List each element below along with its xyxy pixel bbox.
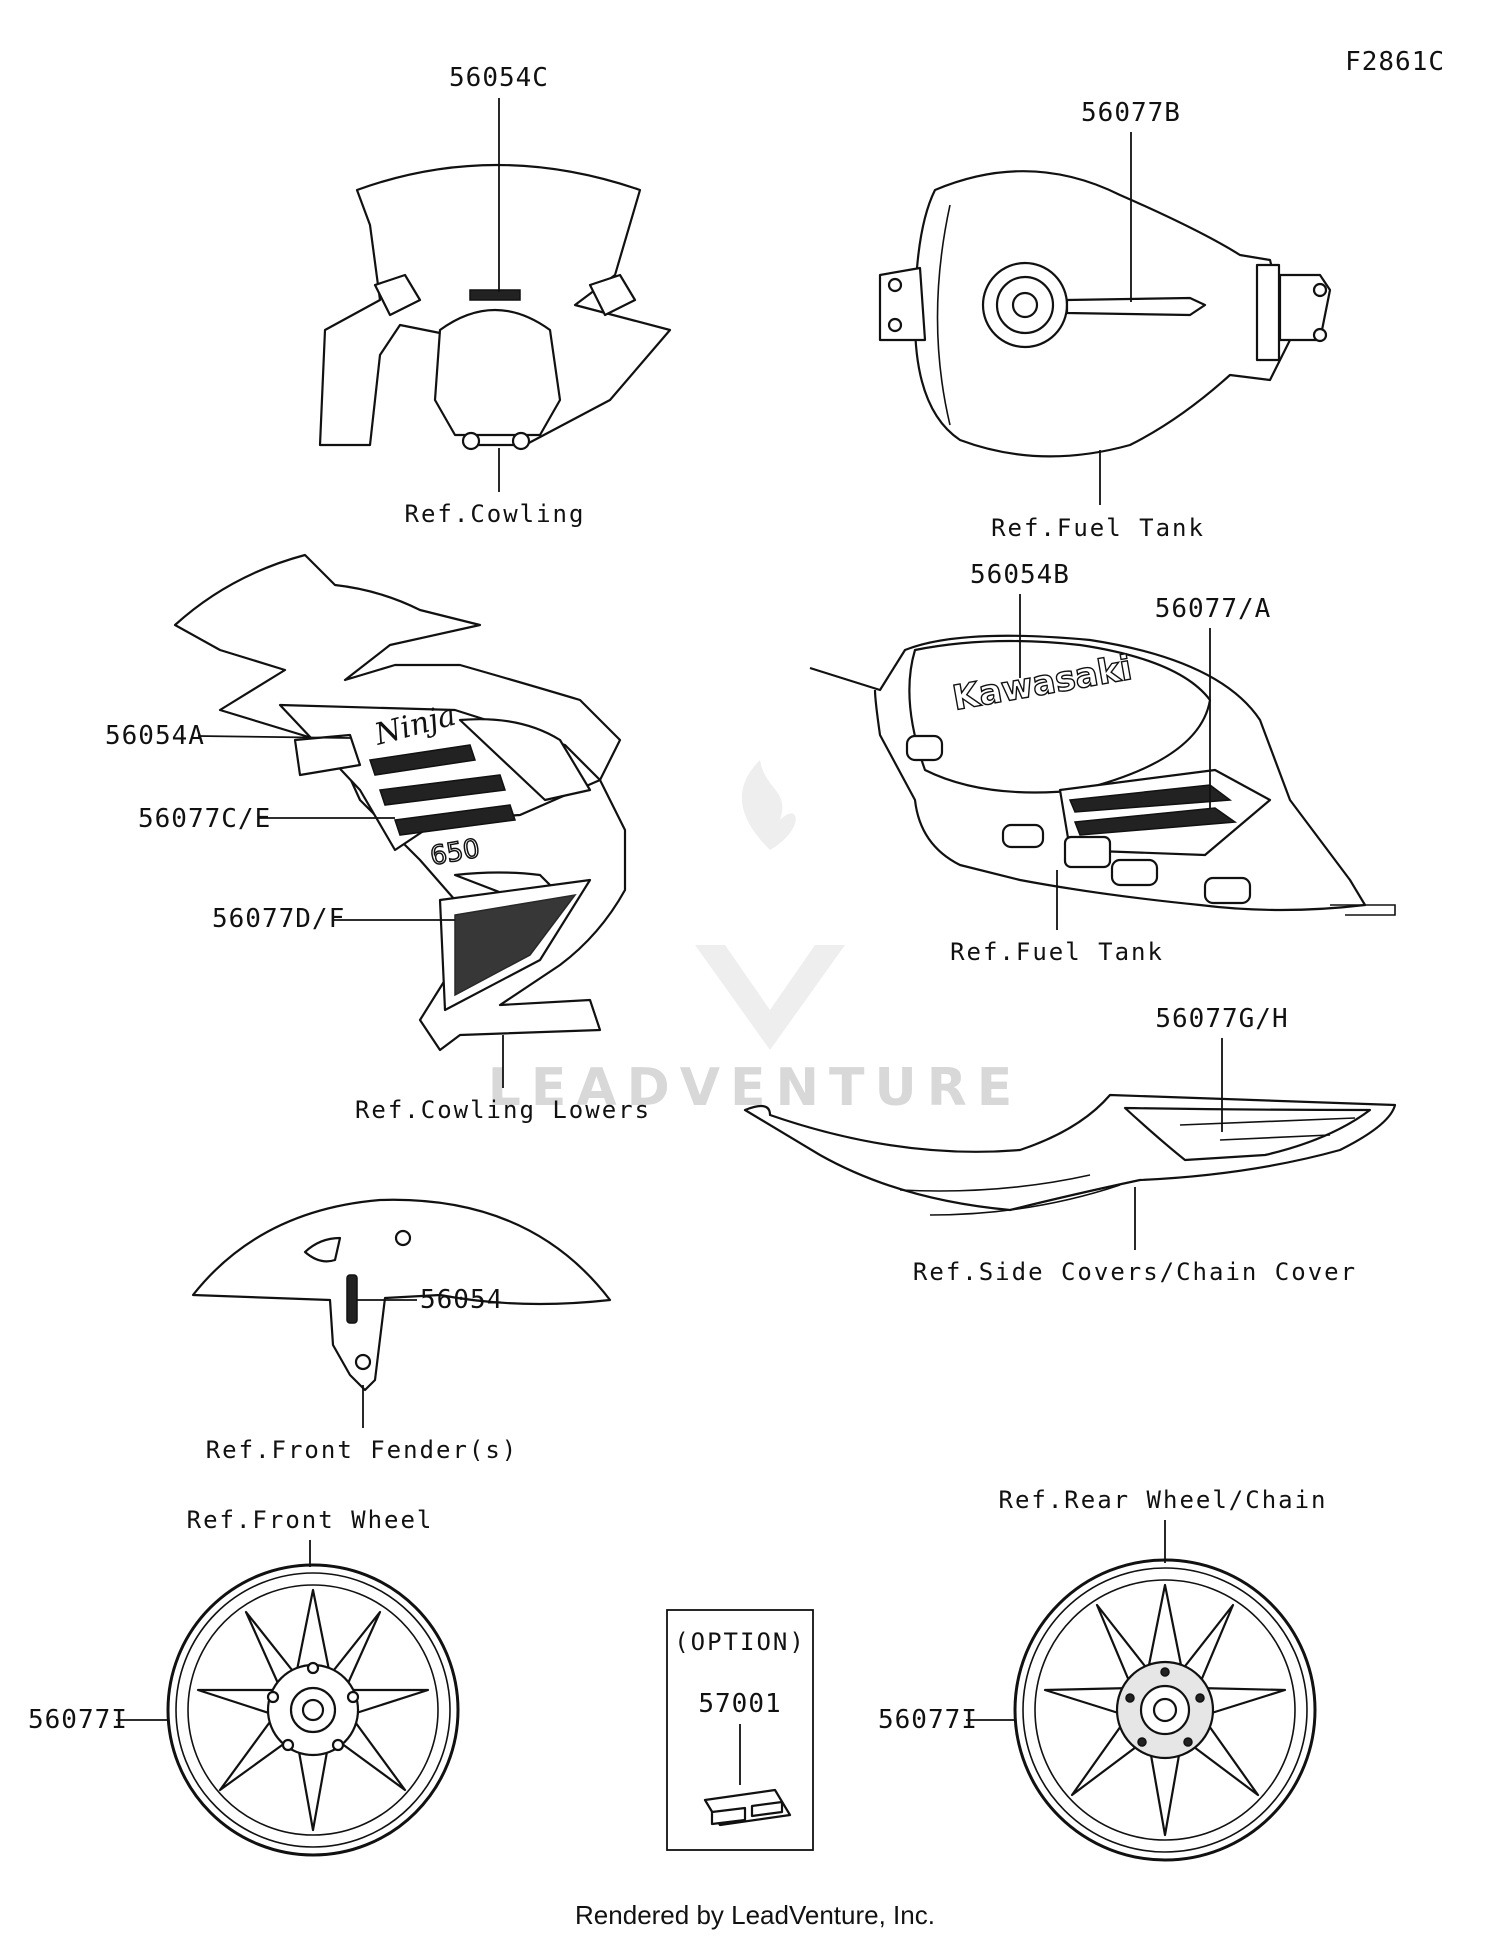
rear-wheel-drawing	[1013, 1558, 1317, 1862]
footer-credit: Rendered by LeadVenture, Inc.	[575, 1900, 935, 1930]
ref-fuel-tank-top: Ref.Fuel Tank	[991, 514, 1205, 542]
callout-56054B: 56054B	[970, 560, 1070, 590]
callout-56054C: 56054C	[449, 63, 549, 93]
ref-rear-wheel: Ref.Rear Wheel/Chain	[999, 1486, 1328, 1514]
side-covers-drawing	[743, 1093, 1397, 1216]
leadventure-watermark-logo	[695, 760, 845, 1050]
callout-56077B: 56077B	[1081, 98, 1181, 128]
callout-56077DF: 56077D/F	[212, 904, 345, 934]
cowling-lowers-drawing: Ninja 650	[173, 553, 627, 1052]
windshield-cowling-drawing	[318, 163, 672, 451]
front-fender-drawing	[191, 1198, 612, 1392]
callout-57001: 57001	[698, 1689, 781, 1719]
callout-56077CE: 56077C/E	[138, 804, 271, 834]
leader-56054A	[197, 735, 351, 739]
callout-56077GH: 56077G/H	[1155, 1004, 1288, 1034]
ref-cowling: Ref.Cowling	[405, 500, 586, 528]
option-label: (OPTION)	[674, 1628, 806, 1656]
ref-cowling-lowers: Ref.Cowling Lowers	[355, 1096, 651, 1124]
callout-56077A: 56077/A	[1155, 594, 1272, 624]
clip-part-57001-drawing	[703, 1788, 792, 1827]
callout-56054: 56054	[420, 1285, 503, 1315]
callout-56054A: 56054A	[105, 721, 205, 751]
callout-56077I-rear: 56077I	[878, 1705, 978, 1735]
kawasaki-windshield-decal	[469, 289, 521, 301]
ref-side-covers: Ref.Side Covers/Chain Cover	[913, 1258, 1357, 1286]
fuel-tank-top-drawing	[878, 170, 1332, 458]
callout-56077I-front: 56077I	[28, 1705, 128, 1735]
figure-code: F2861C	[1345, 47, 1445, 77]
ref-fuel-tank-side: Ref.Fuel Tank	[950, 938, 1164, 966]
fuel-tank-side-drawing: Kawasaki	[809, 634, 1396, 916]
front-wheel-drawing	[166, 1563, 460, 1857]
ref-front-wheel: Ref.Front Wheel	[187, 1506, 434, 1534]
ref-front-fender: Ref.Front Fender(s)	[206, 1436, 519, 1464]
